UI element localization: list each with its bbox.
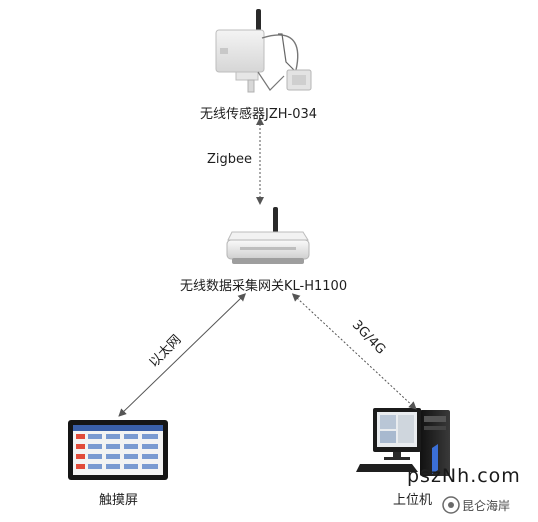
touchscreen-label: 触摸屏 bbox=[99, 493, 139, 508]
link-gateway-host bbox=[291, 293, 417, 410]
link-label-cellular: 3G/4G bbox=[349, 318, 388, 358]
gateway-label: 无线数据采集网关KL-H1100 bbox=[180, 279, 348, 294]
watermark-brand: 昆仑海岸 bbox=[462, 499, 511, 513]
link-gateway-touchscreen bbox=[118, 293, 247, 417]
host-label: 上位机 bbox=[393, 493, 433, 508]
host-computer-icon bbox=[356, 408, 450, 476]
link-label-ethernet: 以太网 bbox=[147, 332, 185, 370]
watermark-site: pszNh.com bbox=[407, 465, 521, 487]
gateway-device-icon bbox=[226, 207, 310, 264]
watermark-logo-icon bbox=[442, 496, 460, 514]
sensor-device-icon bbox=[215, 9, 312, 93]
touchscreen-device-icon bbox=[68, 420, 168, 480]
sensor-label: 无线传感器JZH-034 bbox=[200, 107, 318, 122]
link-label-zigbee: Zigbee bbox=[207, 152, 253, 167]
